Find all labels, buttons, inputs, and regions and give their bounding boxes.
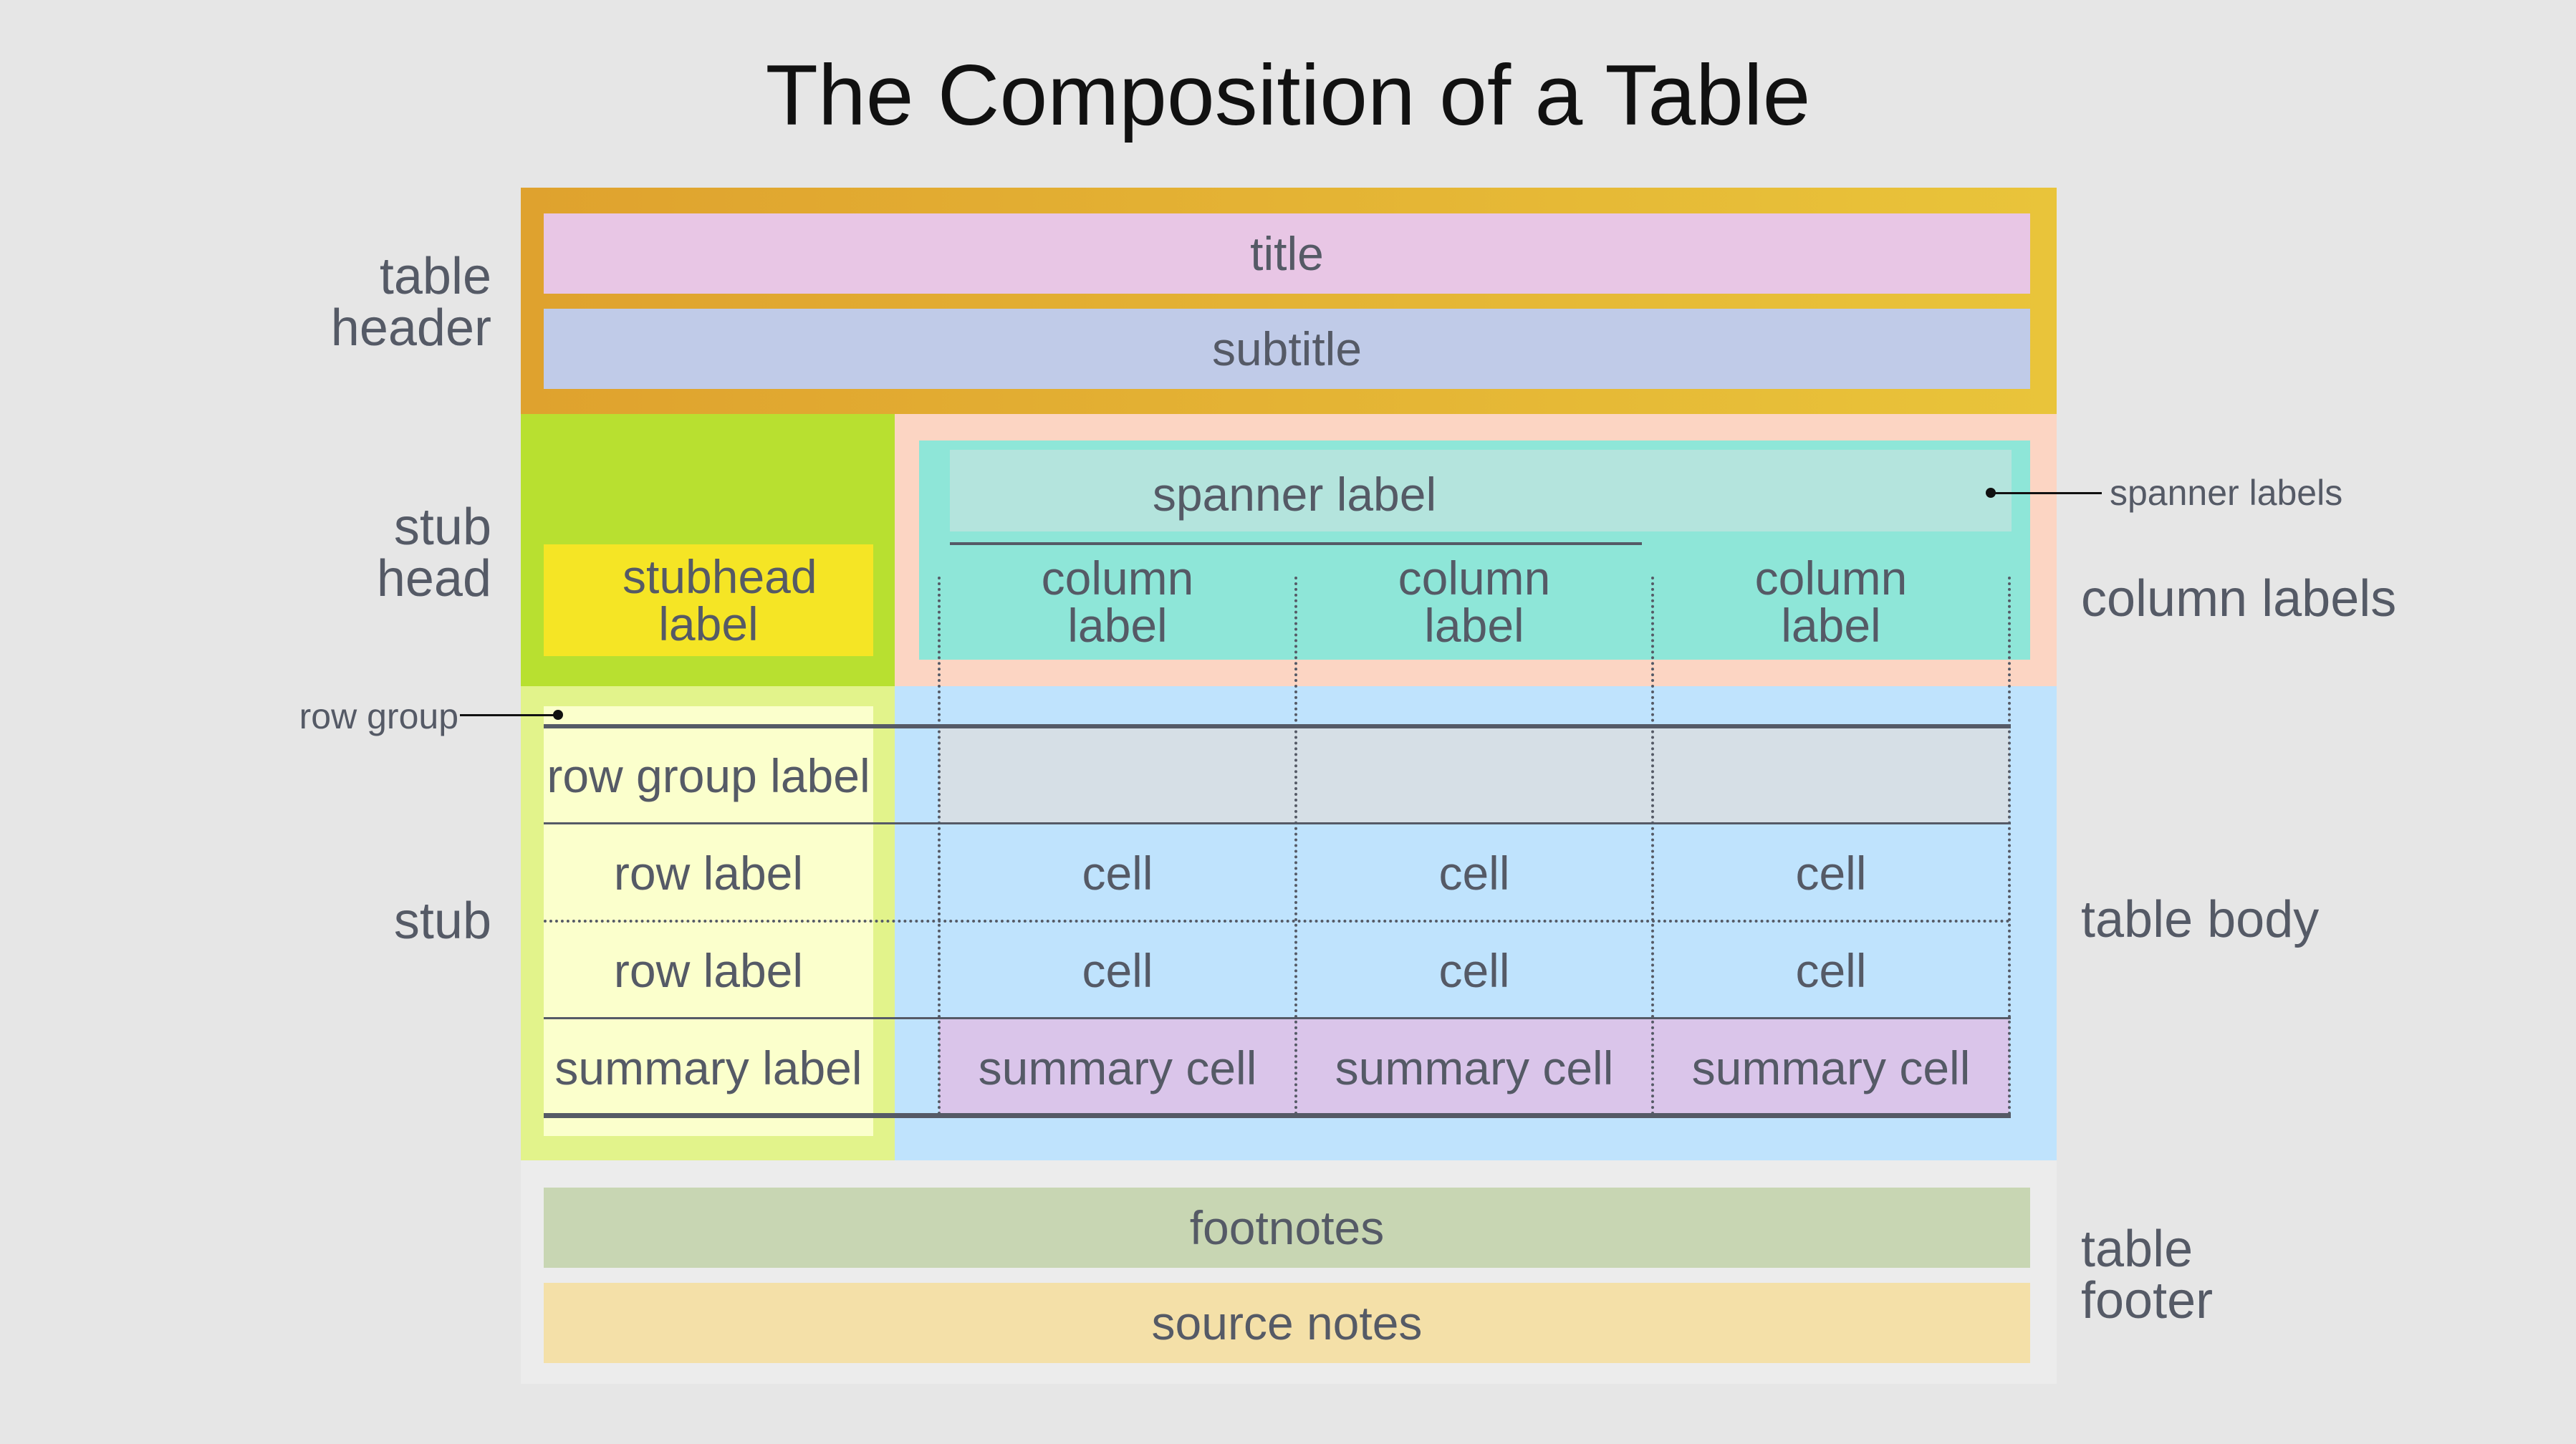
row-group-rule-top (544, 724, 2011, 728)
row-2-cell-3: cell (1795, 944, 1867, 997)
row-group-pointer-dot (553, 710, 563, 720)
table-body-side-label: table body (2081, 891, 2320, 948)
summary-cell-1: summary cell (978, 1041, 1257, 1094)
row-divider-dotted (544, 920, 2011, 923)
row-group-leader (460, 714, 559, 716)
column-divider-4 (2008, 577, 2011, 1115)
spanner-label-text: spanner label (1152, 468, 1437, 521)
column-label-1: column label (939, 552, 1296, 652)
row-group-rule-bottom (544, 822, 2011, 824)
summary-rule-bottom (544, 1113, 2011, 1118)
stub-head-side-text: stub head (376, 499, 491, 607)
stub-head-side-label: stub head (272, 501, 491, 616)
summary-cell-3: summary cell (1691, 1041, 1971, 1094)
row-2-cell-2: cell (1438, 944, 1510, 997)
stubhead-label-text: stubhead label (623, 550, 817, 650)
column-label-2: column label (1296, 552, 1653, 652)
row-1-cell-3: cell (1795, 847, 1867, 900)
row-label-1: row label (613, 847, 804, 900)
column-label-3: column label (1653, 552, 2009, 652)
column-divider-2 (1294, 577, 1297, 1115)
stubhead-label-box: stubhead label (544, 544, 873, 656)
spanner-underline (950, 542, 1642, 545)
column-labels-side-label: column labels (2081, 570, 2397, 627)
column-label-2-text: column label (1398, 552, 1551, 652)
column-divider-1 (938, 577, 941, 1115)
footnotes-box: footnotes (544, 1188, 2030, 1268)
subtitle-box: subtitle (544, 309, 2030, 389)
row-1-cell-1: cell (1082, 847, 1153, 900)
row-2-cell-1: cell (1082, 944, 1153, 997)
source-notes-box: source notes (544, 1283, 2030, 1363)
summary-rule-top (544, 1017, 2011, 1019)
summary-band (939, 1019, 2009, 1115)
column-label-3-text: column label (1754, 552, 1908, 652)
row-group-band (939, 726, 2009, 824)
table-header-side-text: table header (330, 248, 491, 357)
row-group-label: row group label (547, 749, 870, 802)
row-group-side-label: row group (299, 696, 458, 736)
summary-cell-2: summary cell (1335, 1041, 1614, 1094)
column-label-1-text: column label (1041, 552, 1194, 652)
title-box: title (544, 213, 2030, 294)
table-footer-side-label: table footer (2081, 1223, 2368, 1338)
diagram-heading: The Composition of a Table (765, 47, 1811, 143)
column-divider-3 (1651, 577, 1654, 1115)
spanner-label-box (950, 450, 2012, 531)
summary-label: summary label (554, 1041, 862, 1094)
table-footer-side-text: table footer (2081, 1221, 2214, 1329)
row-label-2: row label (613, 944, 804, 997)
spanner-labels-side-label: spanner labels (2110, 473, 2343, 513)
stub-side-label: stub (393, 892, 491, 950)
spanner-labels-leader (1991, 492, 2102, 494)
table-header-side-label: table header (272, 251, 491, 365)
row-1-cell-2: cell (1438, 847, 1510, 900)
